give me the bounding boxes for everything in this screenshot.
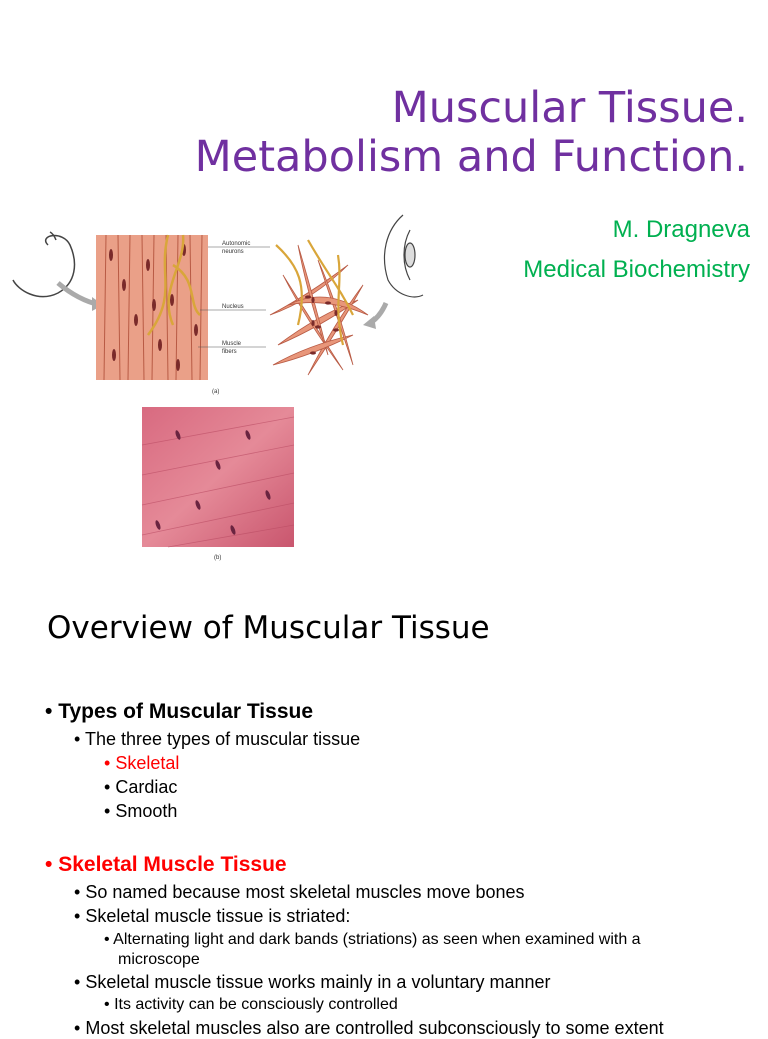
b2a-text-line2: microscope: [118, 951, 200, 968]
bullet-types-intro: • The three types of muscular tissue: [74, 729, 360, 750]
overview-slide: Overview of Muscular Tissue • Types of M…: [0, 590, 768, 1038]
bullet-skeletal-heading: • Skeletal Muscle Tissue: [45, 853, 287, 877]
bullet-type-smooth: • Smooth: [104, 801, 177, 822]
caption-b: (b): [214, 555, 221, 561]
bullet-dot-icon: •: [74, 906, 81, 926]
bullet-dot-icon: •: [45, 853, 53, 876]
bullet-dot-icon: •: [74, 882, 81, 902]
title-line-2: Metabolism and Function.: [194, 132, 748, 182]
bullet-dot-icon: •: [74, 972, 81, 992]
types-heading-text: Types of Muscular Tissue: [58, 700, 314, 723]
bullet-b3: • Skeletal muscle tissue works mainly in…: [74, 972, 551, 993]
title-line-1: Muscular Tissue.: [391, 83, 748, 133]
slide-title: Overview of Muscular Tissue: [47, 610, 490, 646]
spindle-cells-cluster: [269, 239, 369, 376]
bullet-dot-icon: •: [74, 1018, 81, 1038]
smooth-muscle-figure: Autonomic neurons Nucleus Muscle fibers …: [12, 214, 424, 561]
eye-icon: [383, 214, 424, 298]
type-skeletal-text: Skeletal: [115, 753, 180, 773]
label-fibers: fibers: [222, 349, 237, 355]
caption-a: (a): [212, 389, 219, 395]
b3a-text: Its activity can be consciously controll…: [114, 996, 398, 1013]
label-muscle: Muscle: [222, 341, 242, 347]
arrowhead-right-icon: [363, 316, 376, 329]
author-name: M. Dragneva: [612, 216, 750, 243]
bullet-dot-icon: •: [74, 729, 81, 749]
b4-text: Most skeletal muscles also are controlle…: [85, 1018, 664, 1038]
bullet-dot-icon: •: [104, 996, 110, 1013]
bullet-b4-partial: • Most skeletal muscles also are control…: [74, 1018, 664, 1039]
title-slide: Muscular Tissue. Metabolism and Function…: [12, 83, 750, 561]
type-cardiac-text: Cardiac: [115, 777, 178, 797]
b2-text: Skeletal muscle tissue is striated:: [85, 906, 351, 926]
course-name: Medical Biochemistry: [523, 256, 750, 283]
label-autonomic: Autonomic: [222, 241, 250, 247]
bullet-b2a: • Alternating light and dark bands (stri…: [104, 931, 641, 949]
b1-text: So named because most skeletal muscles m…: [85, 882, 525, 902]
bullet-types-heading: • Types of Muscular Tissue: [45, 700, 313, 724]
b2a-text-line1: Alternating light and dark bands (striat…: [113, 931, 641, 948]
stomach-icon: [12, 231, 76, 298]
bullet-dot-icon: •: [104, 753, 111, 773]
b3-text: Skeletal muscle tissue works mainly in a…: [85, 972, 551, 992]
label-nucleus: Nucleus: [222, 304, 244, 310]
skeletal-heading-text: Skeletal Muscle Tissue: [58, 853, 287, 876]
bullet-dot-icon: •: [45, 700, 53, 723]
type-smooth-text: Smooth: [115, 801, 178, 821]
bullet-b1: • So named because most skeletal muscles…: [74, 882, 525, 903]
muscle-fibers-sheet: [96, 234, 208, 381]
types-intro-text: The three types of muscular tissue: [85, 729, 361, 749]
bullet-dot-icon: •: [104, 931, 110, 948]
bullet-type-cardiac: • Cardiac: [104, 777, 177, 798]
histology-micrograph: [141, 407, 295, 548]
bullet-b3a: • Its activity can be consciously contro…: [104, 996, 398, 1014]
bullet-dot-icon: •: [104, 777, 111, 797]
bullet-dot-icon: •: [104, 801, 111, 821]
label-neurons: neurons: [222, 249, 244, 255]
bullet-type-skeletal: • Skeletal: [104, 753, 179, 774]
bullet-b2: • Skeletal muscle tissue is striated:: [74, 906, 350, 927]
